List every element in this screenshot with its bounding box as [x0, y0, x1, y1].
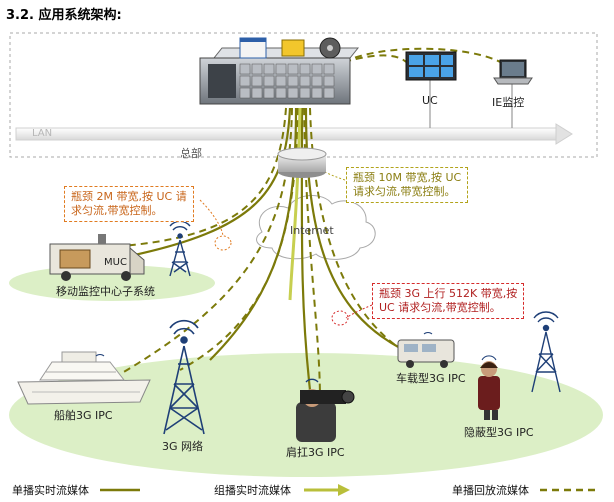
callout-2m-line2: 求匀流,带宽控制。	[71, 204, 163, 217]
internet-label: Internet	[290, 224, 334, 237]
legend-unicast-playback: 单播回放流媒体	[452, 484, 529, 497]
vehicle-icon	[397, 332, 455, 368]
ie-label: IE监控	[492, 96, 525, 109]
network-label: 3G 网络	[162, 440, 204, 453]
callout-2m: 瓶颈 2M 带宽,按 UC 请 求匀流,带宽控制。	[64, 186, 194, 222]
cell-tower-right	[531, 311, 561, 393]
mobile-center-label: 移动监控中心子系统	[56, 285, 155, 298]
uc-video-wall	[405, 51, 457, 81]
cell-tower-small	[169, 220, 191, 277]
shoulder-label: 肩扛3G IPC	[286, 446, 345, 459]
shoulder-camera-operator	[296, 378, 355, 442]
callout-512k-line2: UC 请求匀流,带宽控制。	[379, 301, 501, 314]
hidden-camera-person	[478, 355, 500, 420]
vehicle-label: 车载型3G IPC	[396, 372, 466, 385]
router-icon	[277, 147, 327, 178]
monitoring-van	[49, 234, 145, 281]
callout-10m-line2: 请求匀流,带宽控制。	[353, 185, 456, 198]
callout-10m: 瓶颈 10M 带宽,按 UC 请求匀流,带宽控制。	[346, 167, 469, 203]
hq-label: 总部	[180, 147, 202, 160]
server-rack	[199, 37, 360, 105]
ship-label: 船舶3G IPC	[54, 409, 113, 422]
laptop-icon	[493, 59, 533, 85]
legend-samples	[100, 484, 600, 496]
legend-multicast-live: 组播实时流媒体	[214, 484, 291, 497]
legend-unicast-live: 单播实时流媒体	[12, 484, 89, 497]
callout-2m-line1: 瓶颈 2M 带宽,按 UC 请	[71, 190, 187, 203]
muc-label: MUC	[104, 257, 127, 268]
callout-10m-line1: 瓶颈 10M 带宽,按 UC	[353, 171, 462, 184]
callout-512k: 瓶颈 3G 上行 512K 带宽,按 UC 请求匀流,带宽控制。	[372, 283, 525, 319]
section-heading: 3.2. 应用系统架构:	[6, 8, 122, 23]
ship-icon	[17, 351, 151, 405]
hidden-label: 隐蔽型3G IPC	[464, 426, 534, 439]
uc-label: UC	[422, 94, 438, 107]
folder-icon	[281, 39, 305, 57]
cell-tower-large	[163, 319, 205, 435]
lan-bar	[15, 123, 573, 145]
callout-512k-line1: 瓶颈 3G 上行 512K 带宽,按	[379, 287, 518, 300]
lan-label: LAN	[32, 128, 53, 139]
